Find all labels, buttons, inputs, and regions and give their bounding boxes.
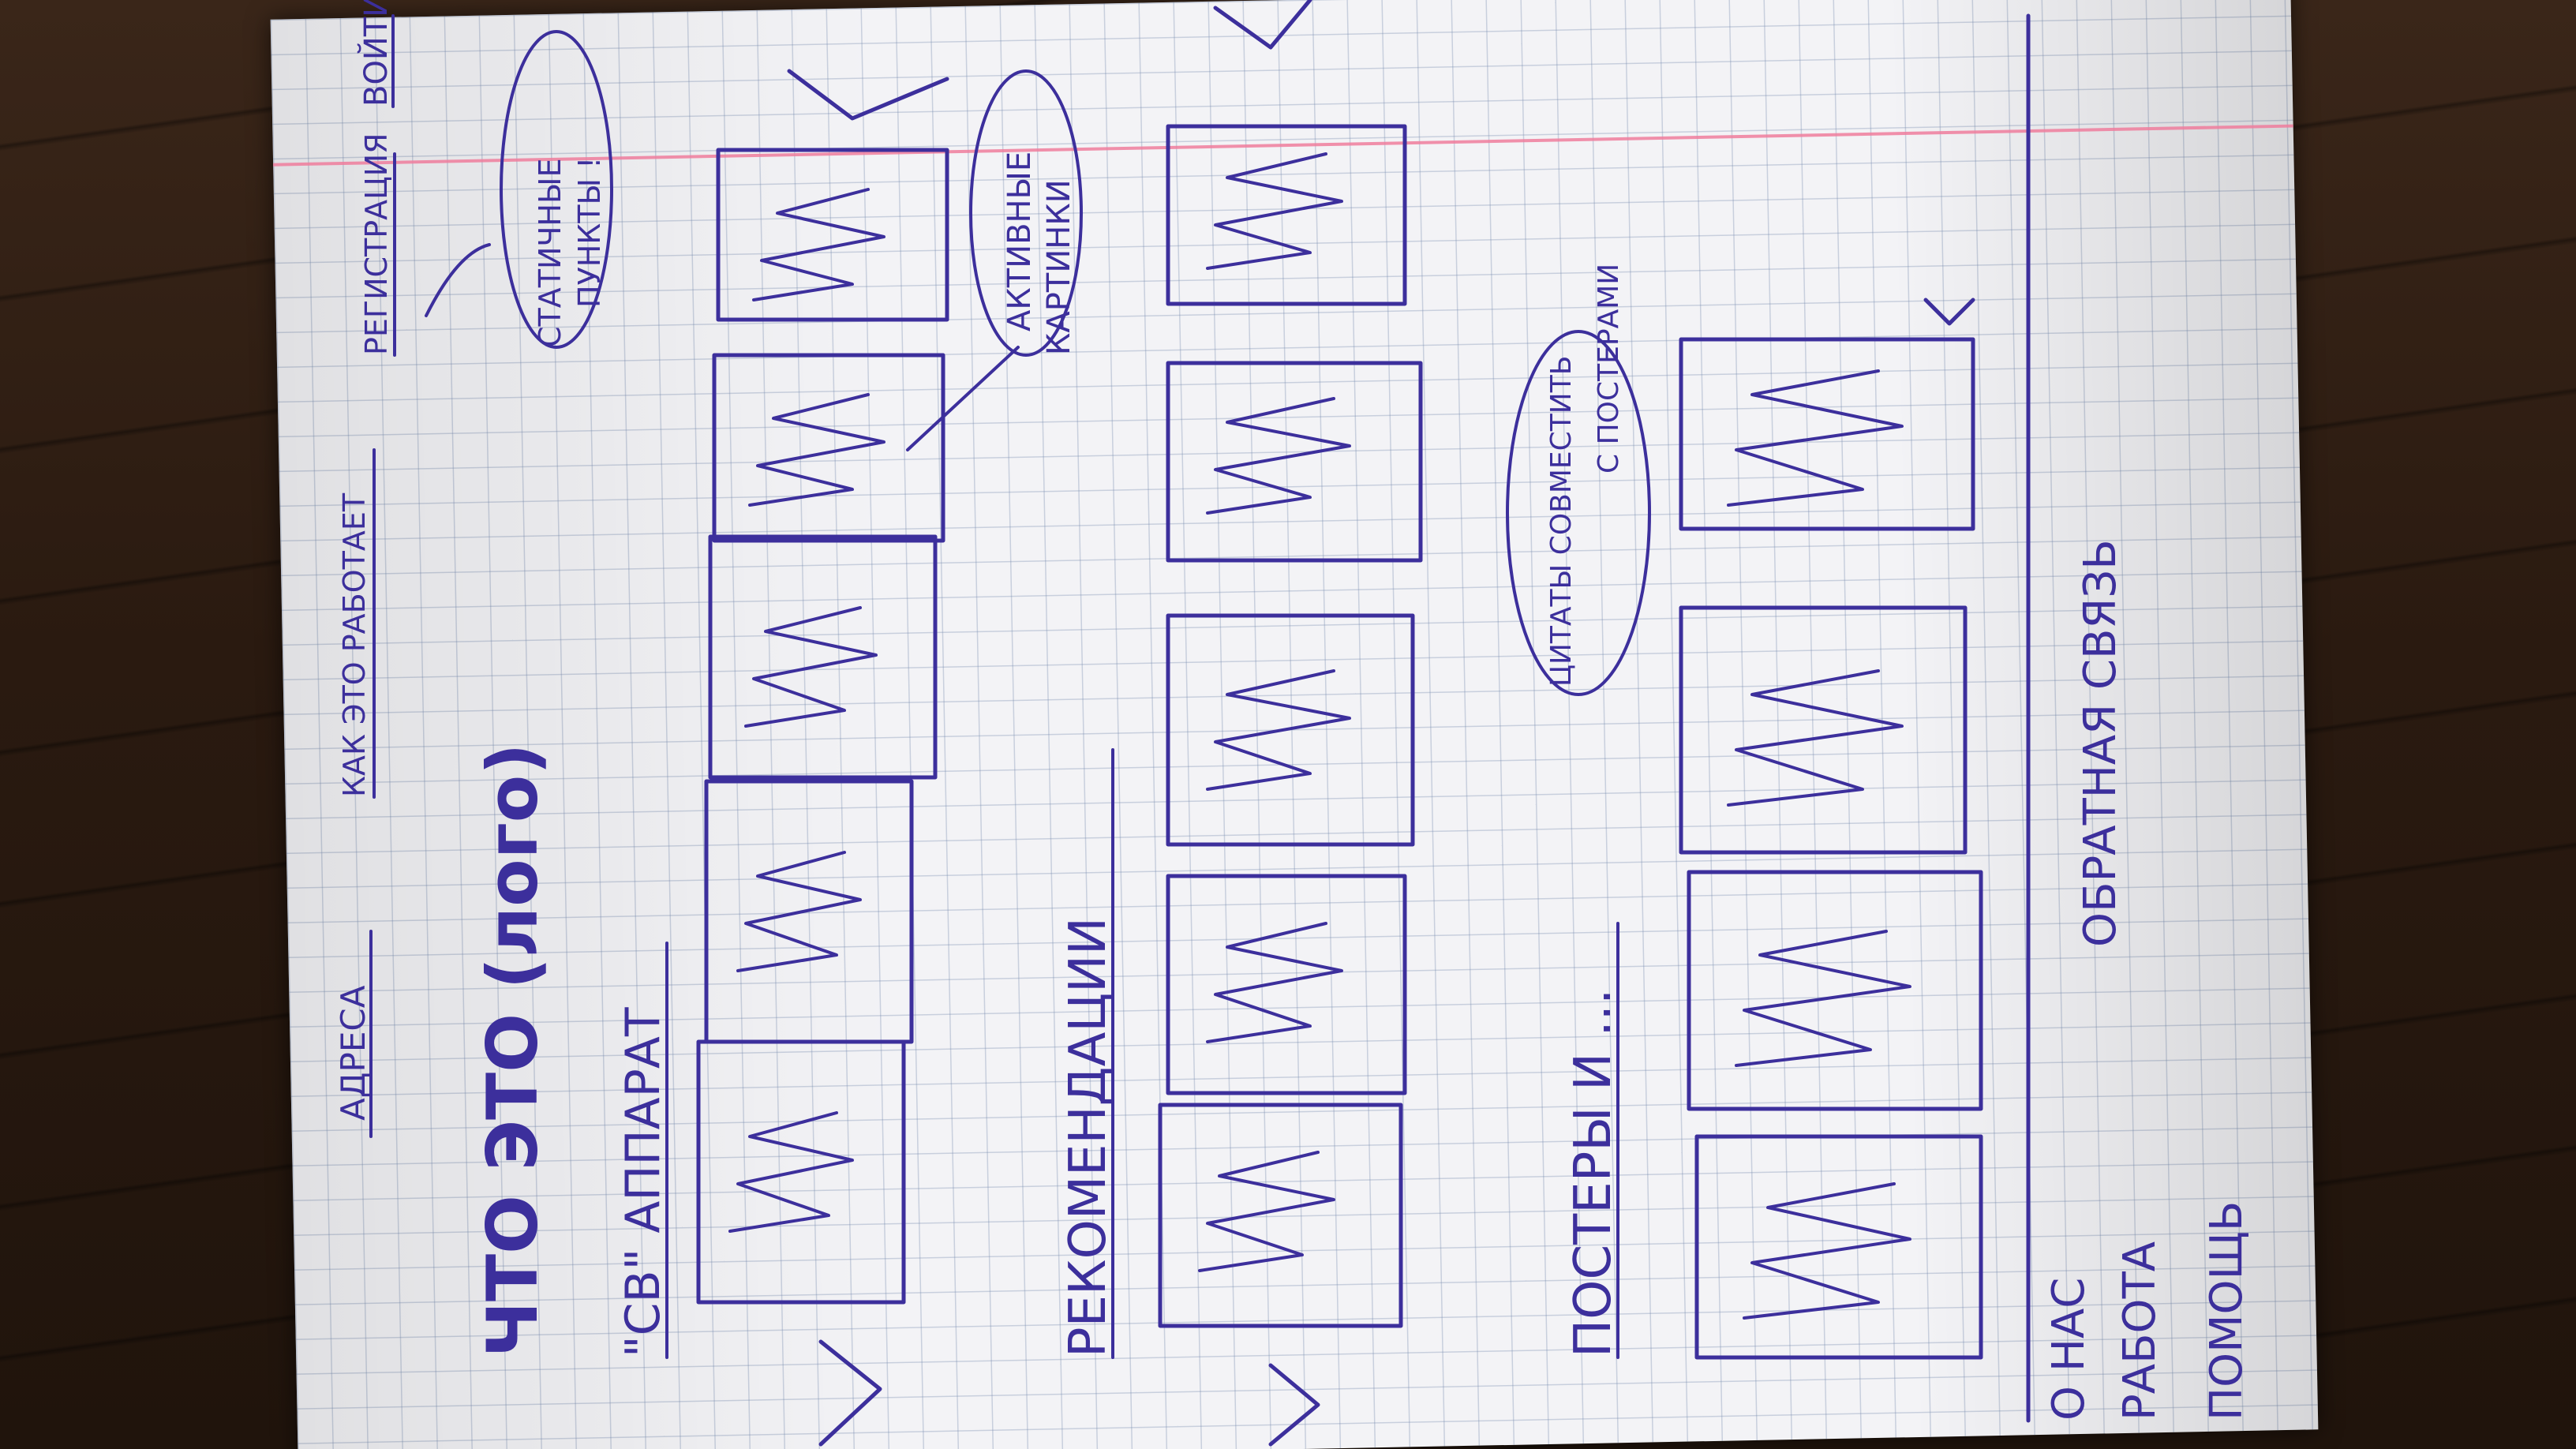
note-active-line1: АКТИВНЫЕ — [1002, 152, 1038, 331]
chevron-left-icon — [1268, 1363, 1320, 1447]
chevron-right-icon — [787, 69, 949, 121]
note-static-line2: ПУНКТЫ ! — [572, 157, 607, 308]
section-posters: ПОСТЕРЫ И ... ЦИТАТЫ СОВМЕСТИТЬ С ПОСТЕР… — [1506, 264, 1983, 1360]
carousel-card — [708, 534, 938, 780]
poster-card — [1694, 1134, 1983, 1360]
carousel-card — [716, 148, 949, 322]
note-static-line1: СТАТИЧНЫЕ — [533, 158, 567, 347]
footer-about: О НАС — [2043, 1278, 2095, 1421]
chevron-right-icon — [1213, 0, 1312, 50]
chevron-right-icon — [1923, 298, 1975, 326]
annotation-static: СТАТИЧНЫЕ ПУНКТЫ ! — [425, 30, 613, 349]
nav-bar: АДРЕСА КАК ЭТО РАБОТАЕТ РЕГИСТРАЦИЯ ВОЙТ… — [334, 0, 396, 1138]
note-quotes-line1: ЦИТАТЫ СОВМЕСТИТЬ — [1545, 356, 1578, 687]
section-recommendations: РЕКОМЕНДАЦИИ — [1059, 0, 1423, 1447]
carousel-card — [704, 779, 914, 1044]
annotation-quotes: ЦИТАТЫ СОВМЕСТИТЬ С ПОСТЕРАМИ — [1506, 264, 1651, 696]
carousel-card — [1158, 1103, 1403, 1328]
carousel-card — [1166, 613, 1415, 847]
section-title-recommendations: РЕКОМЕНДАЦИИ — [1059, 917, 1118, 1357]
footer-help: ПОМОЩЬ — [2201, 1201, 2252, 1421]
footer: О НАС РАБОТА ПОМОЩЬ ОБРАТНАЯ СВЯЗЬ — [2026, 13, 2252, 1423]
nav-item-login: ВОЙТИ — [357, 0, 395, 107]
carousel-card — [1166, 361, 1423, 563]
carousel-card — [1166, 124, 1407, 306]
poster-card — [1679, 605, 1968, 855]
nav-item-registration: РЕГИСТРАЦИЯ — [359, 133, 394, 355]
section-title-posters: ПОСТЕРЫ И ... — [1564, 989, 1623, 1357]
arrow-icon — [906, 346, 1020, 451]
footer-work: РАБОТА — [2114, 1241, 2166, 1421]
carousel-card — [712, 353, 945, 543]
carousel-card — [696, 1039, 906, 1305]
nav-item-addresses: АДРЕСА — [334, 985, 373, 1121]
poster-card — [1679, 337, 1975, 531]
poster-card — [1687, 870, 1983, 1111]
note-quotes-line2: С ПОСТЕРАМИ — [1593, 264, 1625, 474]
section-sv-apparatus: "СВ" АППАРАТ — [616, 69, 949, 1447]
carousel-card — [1166, 874, 1407, 1095]
note-active-line2: КАРТИНКИ — [1041, 179, 1077, 355]
footer-feedback: ОБРАТНАЯ СВЯЗЬ — [2075, 539, 2126, 947]
page-title: ЧТО ЭТО (лого) — [472, 743, 553, 1357]
section-title-sv: "СВ" АППАРАТ — [616, 1007, 671, 1357]
annotation-active: АКТИВНЫЕ КАРТИНКИ — [906, 69, 1083, 451]
arrow-icon — [425, 243, 491, 317]
chevron-left-icon — [818, 1339, 882, 1447]
nav-item-how-it-works: КАК ЭТО РАБОТАЕТ — [337, 492, 372, 797]
